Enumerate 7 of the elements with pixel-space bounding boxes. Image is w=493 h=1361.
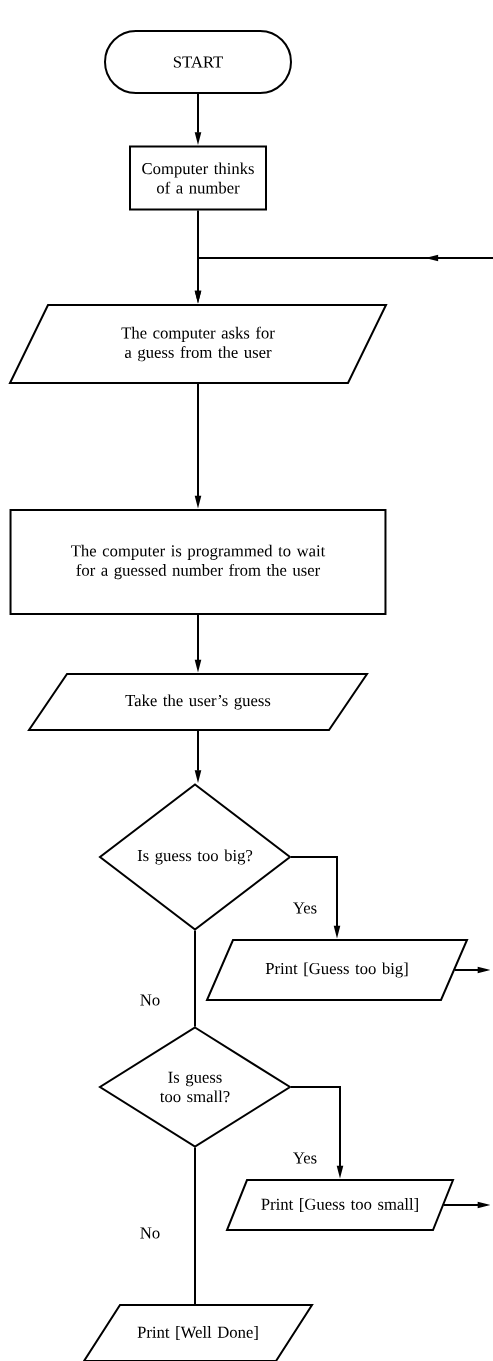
edge-label: Yes: [291, 901, 319, 915]
edge-label: No: [138, 1226, 162, 1240]
terminal-box: START: [104, 30, 292, 94]
process-box: The computer is programmed to wait for a guessed number from the user: [9, 509, 387, 615]
edge-label: No: [138, 993, 162, 1007]
edge-label: Yes: [291, 1151, 319, 1165]
process-box: Computer thinks of a number: [129, 145, 267, 211]
